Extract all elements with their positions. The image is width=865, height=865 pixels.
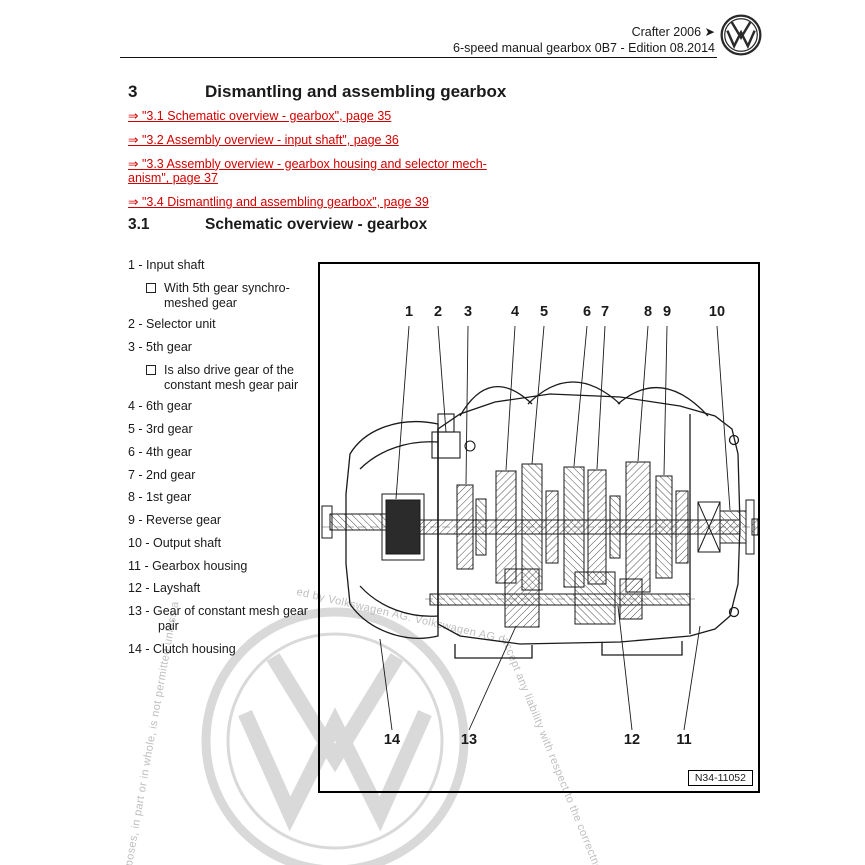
figure-callout: 9 [662,304,672,320]
figure-callout: 7 [600,304,610,320]
legend-item: 14 - Clutch housing [128,641,236,656]
legend-item: 4 - 6th gear [128,399,192,414]
toc-links: ⇒ "3.1 Schematic overview - gearbox", pa… [128,109,526,219]
header-subtitle: 6-speed manual gearbox 0B7 - Edition 08.… [453,41,715,56]
legend-item: 8 - 1st gear [128,490,192,505]
legend-item: 5 - 3rd gear [128,422,193,436]
section-heading: 3 Dismantling and assembling gearbox [128,82,506,102]
figure-callout: 6 [582,304,592,320]
figure-legend: 1 - Input shaft With 5th gear synchro-me… [128,258,310,664]
legend-note: With 5th gear synchro-meshed gear [146,281,310,311]
toc-link-3-4[interactable]: ⇒ "3.4 Dismantling and assembling gearbo… [128,195,429,209]
legend-item: 1 - Input shaft [128,258,205,272]
header-model: Crafter 2006 ➤ [631,25,715,39]
legend-item: 11 - Gearbox housing [128,558,248,573]
subsection-heading: 3.1 Schematic overview - gearbox [128,216,427,234]
square-bullet-icon [146,282,156,293]
legend-item: 9 - Reverse gear [128,513,222,527]
vw-logo-icon [720,14,762,56]
figure-callout: 10 [708,304,726,320]
legend-item: 7 - 2nd gear [128,467,196,482]
subsection-title: Schematic overview - gearbox [205,216,428,233]
legend-note: Is also drive gear of the constant mesh … [146,363,310,393]
figure-box: 1 2 3 4 5 6 7 8 9 10 14 13 12 11 N34-110… [318,262,760,793]
figure-id-label: N34-11052 [687,770,753,786]
figure-callout: 4 [510,304,520,320]
figure-callout: 5 [539,304,549,320]
legend-note-text: With 5th gear synchro-meshed gear [164,280,290,310]
gearbox-diagram [321,325,758,731]
legend-item: 6 - 4th gear [128,444,192,459]
legend-item: 10 - Output shaft [128,535,222,550]
figure-callout: 2 [433,304,443,320]
figure-callout: 11 [676,732,692,748]
legend-item: 12 - Layshaft [128,581,201,596]
figure-callout: 13 [460,732,478,748]
legend-note-text: Is also drive gear of the constant mesh … [164,362,299,392]
legend-item: 13 - Gear of constant mesh gear pair [128,604,308,633]
toc-link-3-3[interactable]: ⇒ "3.3 Assembly overview - gearbox housi… [128,156,487,186]
square-bullet-icon [146,364,156,375]
section-title: Dismantling and assembling gearbox [205,82,507,101]
figure-callout: 1 [404,304,414,320]
section-number: 3 [128,82,138,101]
figure-callout: 3 [463,304,473,320]
figure-callout: 8 [643,304,653,320]
legend-item: 2 - Selector unit [128,317,216,332]
subsection-number: 3.1 [128,216,150,233]
figure-callout: 14 [383,732,401,748]
legend-item: 3 - 5th gear [128,340,192,354]
header-divider [120,57,717,58]
figure-callout: 12 [623,732,641,748]
toc-link-3-1[interactable]: ⇒ "3.1 Schematic overview - gearbox", pa… [128,109,392,123]
toc-link-3-2[interactable]: ⇒ "3.2 Assembly overview - input shaft",… [128,132,399,147]
page-header: Crafter 2006 ➤ 6-speed manual gearbox 0B… [453,24,715,57]
